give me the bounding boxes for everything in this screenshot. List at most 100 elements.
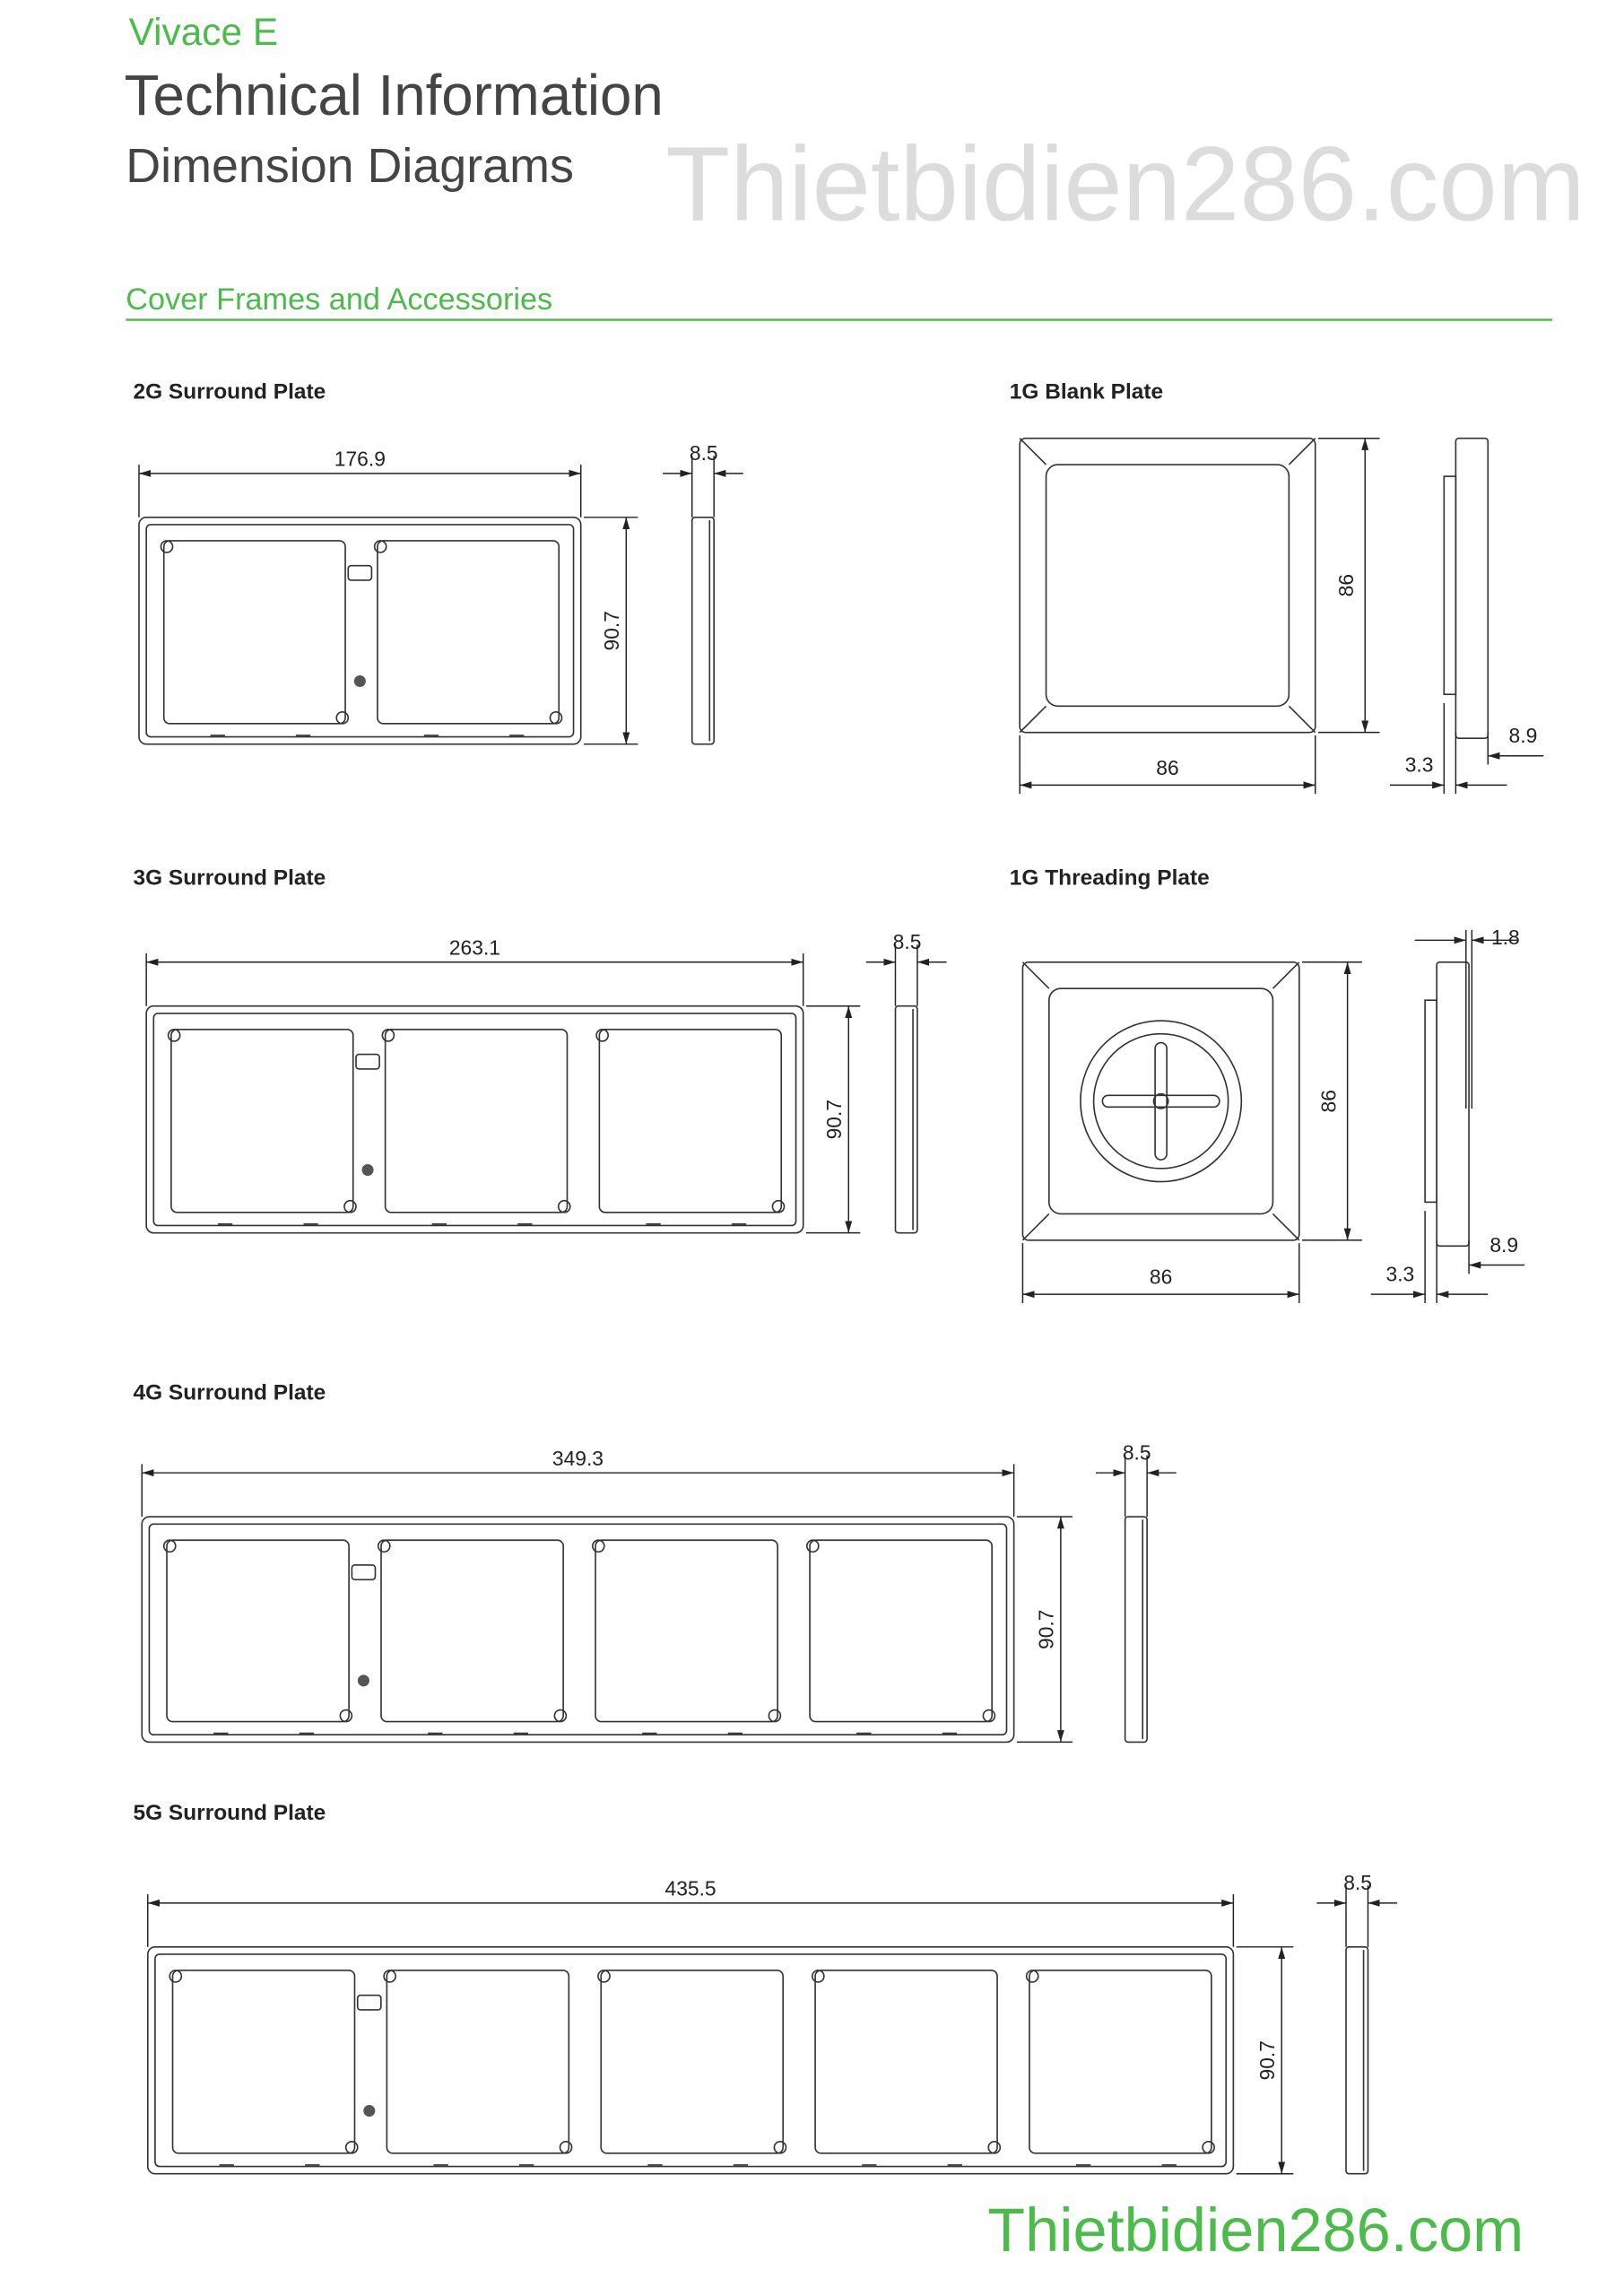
- height-dimension-label: 86: [1317, 1090, 1341, 1112]
- screw-hole-icon: [343, 1199, 357, 1213]
- gang-opening: [809, 1539, 993, 1723]
- screw-hole-icon: [597, 1970, 611, 1983]
- footer-watermark: Thietbidien286.com: [987, 2196, 1524, 2265]
- screw-hole-icon: [771, 1199, 786, 1213]
- gang-opening: [598, 1029, 783, 1213]
- screw-hole-icon: [344, 2140, 359, 2154]
- plate-title: 1G Blank Plate: [1010, 380, 1163, 404]
- plate-inner-edge: [152, 1013, 797, 1227]
- gang-opening: [171, 1970, 356, 2154]
- screw-hole-icon: [549, 710, 563, 725]
- page-subtitle: Dimension Diagrams: [126, 139, 574, 193]
- screw-hole-icon: [383, 1970, 396, 1983]
- depth-dimension-label: 8.5: [1343, 1871, 1372, 1894]
- plate-face: [1045, 464, 1290, 708]
- width-dimension-label: 86: [1150, 1265, 1172, 1289]
- screw-hole-icon: [339, 1709, 353, 1723]
- level-dot-icon: [361, 1163, 374, 1176]
- back-depth-label: 3.3: [1405, 753, 1434, 777]
- depth-dimension-label: 8.5: [1123, 1441, 1151, 1465]
- screw-hole-icon: [768, 1709, 782, 1723]
- plate-diagram-2g: 2G Surround Plate 176.9 90.7 8.5: [133, 380, 743, 745]
- back-depth-label: 3.3: [1386, 1262, 1415, 1285]
- screw-hole-icon: [162, 1539, 177, 1553]
- screw-hole-icon: [812, 1970, 825, 1983]
- screw-hole-icon: [773, 2140, 787, 2154]
- plate-inner-edge: [148, 1523, 1008, 1736]
- up-marker-icon: [355, 1053, 380, 1070]
- side-view: [1345, 1946, 1369, 2175]
- screw-hole-icon: [1202, 2140, 1215, 2154]
- plate-inner-edge: [145, 524, 575, 738]
- plate-outline: [145, 1004, 804, 1234]
- plate-title: 4G Surround Plate: [133, 1381, 326, 1405]
- screw-hole-icon: [167, 1029, 181, 1042]
- width-dimension-label: 263.1: [449, 936, 500, 960]
- height-dimension-label: 90.7: [1255, 2040, 1279, 2080]
- screw-hole-icon: [559, 2140, 573, 2154]
- screw-hole-icon: [553, 1709, 568, 1723]
- gang-opening: [814, 1970, 998, 2154]
- screw-hole-icon: [335, 710, 350, 725]
- gang-opening: [1029, 1970, 1212, 2154]
- level-dot-icon: [353, 675, 366, 688]
- gang-opening: [162, 540, 346, 725]
- gang-opening: [600, 1970, 785, 2154]
- watermark-diagonal: Thietbidien286.com: [665, 126, 1585, 243]
- screw-hole-icon: [987, 2140, 1002, 2154]
- screw-hole-icon: [557, 1199, 571, 1213]
- plate-outline: [1019, 437, 1316, 734]
- screw-hole-icon: [1025, 1970, 1039, 1983]
- screw-hole-icon: [381, 1029, 395, 1042]
- screw-hole-icon: [377, 1539, 391, 1553]
- depth-dimension-label: 8.9: [1509, 724, 1538, 747]
- screw-hole-icon: [169, 1970, 183, 1983]
- level-dot-icon: [363, 2105, 376, 2118]
- blank-plate-diagram: 1G Blank Plate 86 86 3.3 8.9: [1010, 380, 1544, 795]
- side-view: [1455, 437, 1489, 739]
- gang-opening: [166, 1539, 350, 1723]
- cross-slit-icon: [1101, 1094, 1220, 1109]
- up-marker-icon: [351, 1564, 377, 1581]
- cable-grommet: [1080, 1020, 1243, 1183]
- side-view: [1436, 961, 1470, 1248]
- height-dimension-label: 86: [1334, 574, 1358, 596]
- plate-title: 5G Surround Plate: [133, 1801, 326, 1825]
- screw-hole-icon: [805, 1539, 820, 1553]
- gang-opening: [595, 1539, 778, 1723]
- width-dimension-label: 349.3: [552, 1447, 604, 1470]
- plate-title: 2G Surround Plate: [133, 380, 326, 404]
- screw-hole-icon: [160, 540, 174, 553]
- width-dimension-label: 435.5: [665, 1877, 716, 1900]
- height-dimension-label: 90.7: [1035, 1610, 1058, 1649]
- plate-inner-edge: [154, 1953, 1228, 2168]
- section-heading: Cover Frames and Accessories: [126, 283, 552, 317]
- screw-hole-icon: [591, 1539, 605, 1553]
- plate-face: [1047, 987, 1274, 1215]
- side-view: [894, 1004, 918, 1234]
- width-dimension-label: 86: [1156, 756, 1178, 779]
- height-dimension-label: 90.7: [600, 611, 623, 650]
- plate-diagram-4g: 4G Surround Plate 349.3 90.7 8.5: [133, 1381, 1177, 1744]
- depth-dimension-label: 8.5: [690, 441, 718, 465]
- depth-dimension-label: 8.5: [893, 930, 922, 953]
- lip-dimension-label: 1.8: [1491, 926, 1520, 949]
- gang-opening: [386, 1970, 570, 2154]
- plate-diagram-5g: 5G Surround Plate 435.5 90.7 8.5: [133, 1801, 1398, 2175]
- plate-outline: [141, 1516, 1015, 1744]
- level-dot-icon: [357, 1674, 369, 1687]
- plate-outline: [1021, 961, 1300, 1241]
- up-marker-icon: [356, 1994, 382, 2011]
- side-view: [1124, 1516, 1148, 1744]
- gang-opening: [384, 1029, 569, 1213]
- height-dimension-label: 90.7: [822, 1100, 846, 1139]
- screw-hole-icon: [595, 1029, 609, 1042]
- plate-outline: [138, 516, 582, 745]
- width-dimension-label: 176.9: [334, 448, 386, 471]
- gang-opening: [380, 1539, 564, 1723]
- side-view: [690, 516, 716, 745]
- brand-name: Vivace E: [129, 11, 279, 53]
